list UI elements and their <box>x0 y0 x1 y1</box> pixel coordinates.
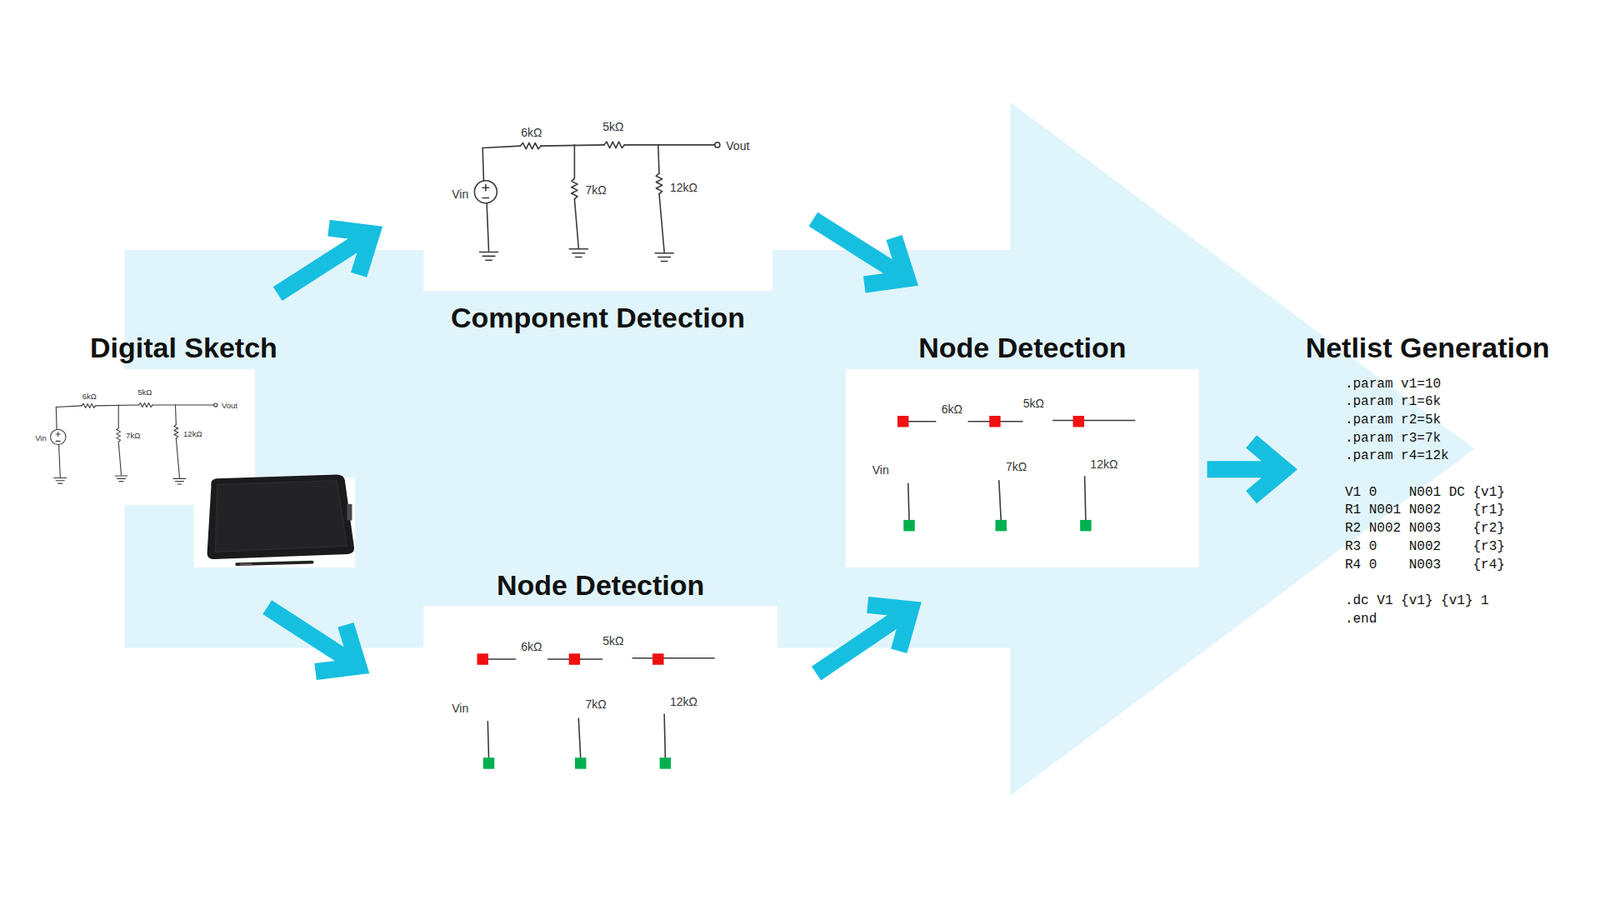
stage-panel: Component Detection <box>423 101 773 335</box>
resistor-value: 7kΩ <box>1005 460 1027 473</box>
stage-title: Component Detection <box>450 300 745 335</box>
signal-name: Vin <box>451 702 469 715</box>
drawing-tablet <box>236 562 313 565</box>
stage-panel: Netlist Generation .param v1=10.param r1=… <box>1297 330 1558 630</box>
netlist-line: .param v1=10 <box>1345 375 1441 395</box>
stage-title: Node Detection <box>918 330 1126 365</box>
flow-band-arrow <box>124 101 1475 796</box>
flow-arrow <box>813 219 908 285</box>
drawing-tablet <box>346 504 352 521</box>
resistor-value: 12kΩ <box>670 181 698 194</box>
circuit-sketch <box>50 403 218 485</box>
resistor-value: 7kΩ <box>585 698 606 710</box>
resistor-value: 7kΩ <box>585 184 606 196</box>
stage-panel: Node Detection <box>423 567 778 799</box>
node-map-sketch <box>476 653 715 769</box>
resistor-value: 6kΩ <box>520 640 542 653</box>
signal-name: Vin <box>872 464 890 476</box>
drawing-tablet <box>207 474 355 565</box>
stage-panel: Node Detection <box>845 330 1200 568</box>
resistor-value: 5kΩ <box>602 635 624 647</box>
drawing-tablet <box>240 563 251 565</box>
resistor-value: 5kΩ <box>602 120 624 133</box>
signal-name: Vin <box>35 434 47 443</box>
netlist-line: .param r4=12k <box>1345 447 1450 466</box>
stage-title: Node Detection <box>496 567 705 603</box>
resistor-value: 5kΩ <box>137 388 152 397</box>
flow-arrow <box>816 605 911 674</box>
resistor-value: 12kΩ <box>183 430 202 439</box>
image-panel <box>423 605 778 798</box>
stage-title: Digital Sketch <box>90 330 278 365</box>
netlist-line: .param r1=6k <box>1345 393 1441 412</box>
netlist-line: V1 0 N001 DC {v1} <box>1345 484 1505 503</box>
resistor-value: 12kΩ <box>670 695 698 708</box>
resistor-value: 12kΩ <box>1090 458 1118 470</box>
resistor-value: 5kΩ <box>1023 397 1045 410</box>
netlist-code: .param v1=10.param r1=6k.param r2=5k.par… <box>1297 375 1558 630</box>
signal-name: Vin <box>451 188 469 200</box>
flow-arrow <box>277 228 372 295</box>
node-map-sketch <box>897 415 1135 531</box>
resistor-value: 6kΩ <box>520 126 542 139</box>
resistor-value: 7kΩ <box>125 431 140 440</box>
resistor-value: 6kΩ <box>941 403 963 415</box>
circuit-sketch <box>474 141 720 261</box>
image-panel <box>423 101 773 291</box>
flow-arrow <box>1207 441 1285 498</box>
drawing-tablet <box>215 480 347 553</box>
netlist-line: R1 N001 N002 {r1} <box>1345 501 1505 520</box>
flow-arrow <box>267 607 360 672</box>
drawing-tablet <box>207 474 355 560</box>
image-panel <box>845 369 1200 568</box>
stage-panel: Digital Sketch <box>30 330 337 568</box>
netlist-line: .param r3=7k <box>1345 430 1441 449</box>
netlist-line: .dc V1 {v1} {v1} 1 <box>1345 592 1490 611</box>
signal-name: Vout <box>221 401 238 410</box>
netlist-line: R4 0 N003 {r4} <box>1345 556 1505 575</box>
netlist-line: R3 0 N002 {r3} <box>1345 538 1505 557</box>
netlist-line: R2 N002 N003 {r2} <box>1345 520 1505 539</box>
stage-title: Netlist Generation <box>1305 330 1550 365</box>
netlist-line: .end <box>1345 610 1377 630</box>
signal-name: Vout <box>725 140 750 152</box>
netlist-line: .param r2=5k <box>1345 411 1441 430</box>
resistor-value: 6kΩ <box>82 392 97 401</box>
